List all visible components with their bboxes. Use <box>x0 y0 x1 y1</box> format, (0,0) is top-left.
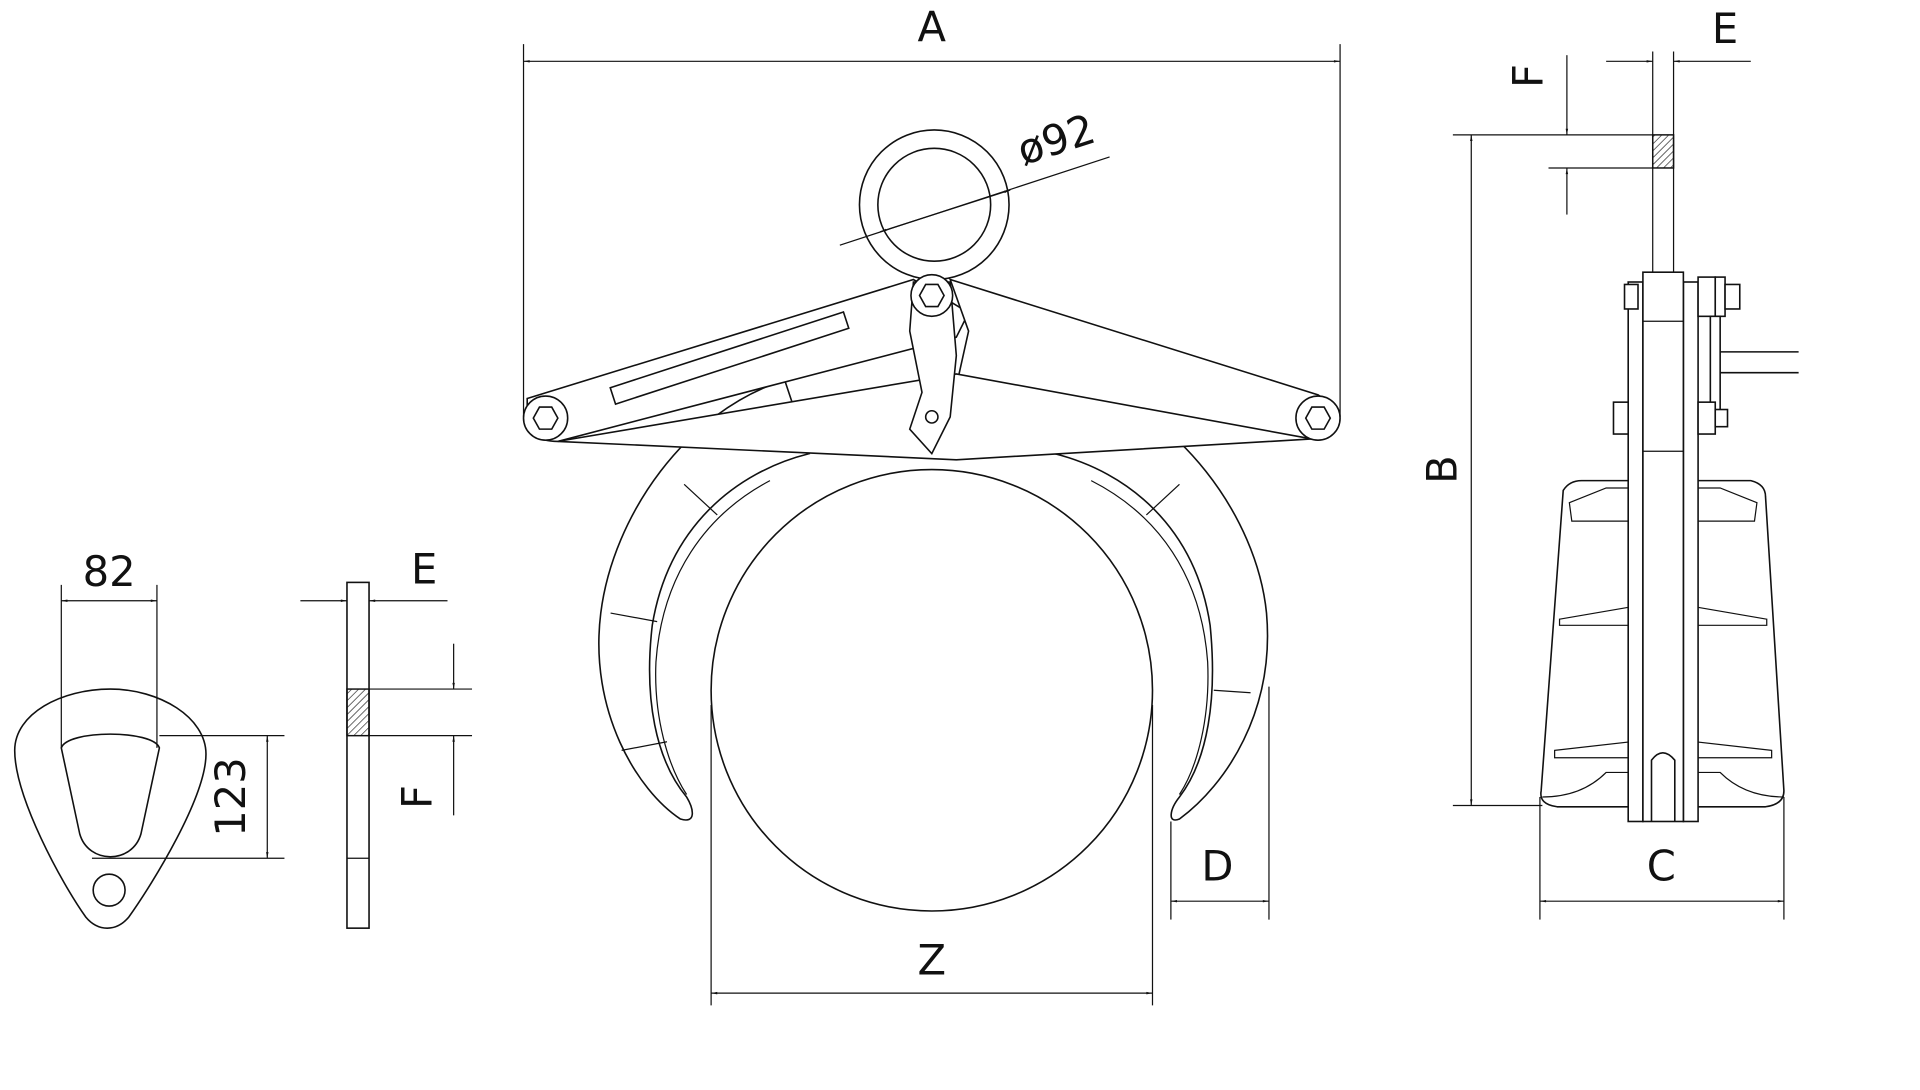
dimension-d: D <box>1170 686 1270 920</box>
label-c: C <box>1647 841 1676 890</box>
label-e-side: E <box>1712 4 1738 53</box>
right-tong <box>1053 379 1269 821</box>
plate-detail: E F <box>300 545 473 929</box>
front-view: A ø92 <box>522 3 1341 1006</box>
nut-icon <box>1612 401 1629 435</box>
label-f-side: F <box>1503 64 1552 88</box>
ring-detail: 82 123 <box>13 547 285 929</box>
nut-icon <box>1623 283 1639 310</box>
label-a: A <box>918 3 947 52</box>
label-f-plate: F <box>393 785 442 809</box>
left-tong <box>598 379 811 821</box>
arms <box>526 278 1336 461</box>
pipe-circle <box>710 468 1154 912</box>
label-z: Z <box>918 936 947 985</box>
label-123: 123 <box>206 757 255 837</box>
latch <box>908 281 958 456</box>
label-d: D <box>1201 841 1233 890</box>
bolt-right-icon <box>1295 395 1341 441</box>
nut-icon <box>1697 401 1717 435</box>
arm-slot <box>609 310 850 406</box>
dimension-a: A <box>522 3 1341 417</box>
dimension-z: Z <box>710 705 1154 1006</box>
label-82: 82 <box>83 547 136 596</box>
bolt-left-icon <box>522 395 569 441</box>
side-view: E F B C <box>1418 4 1799 920</box>
label-e-plate: E <box>411 545 437 594</box>
bolt-center-icon <box>910 273 954 318</box>
nut-icon <box>1724 283 1741 310</box>
lifting-ring: ø92 <box>839 104 1110 281</box>
label-b: B <box>1418 455 1467 484</box>
